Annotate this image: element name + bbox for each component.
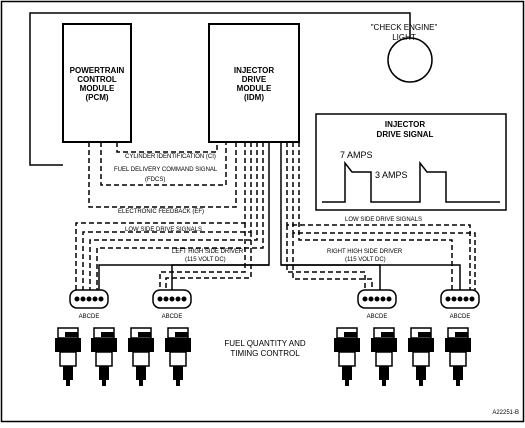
injector-7 [407, 327, 435, 387]
fuel-quantity-label-1: FUEL QUANTITY AND [224, 339, 306, 348]
right-high-side-wires [280, 142, 461, 290]
right-low-side-wires [286, 142, 476, 290]
idm-label-4: (IDM) [244, 93, 264, 102]
injector-6 [370, 327, 398, 387]
connector-4: ABCDE [440, 289, 480, 320]
injector-1 [54, 327, 82, 387]
left-high-side-label-1: LEFT HIGH SIDE DRIVER [172, 249, 244, 255]
fdcs-wire-label-2: (FDCS) [145, 177, 165, 183]
connector-1: ABCDE [69, 289, 109, 320]
fuel-quantity-label-2: TIMING CONTROL [230, 349, 300, 358]
pcm-label-4: (PCM) [85, 93, 108, 102]
right-high-side-label-1: RIGHT HIGH SIDE DRIVER [327, 249, 403, 255]
fdcs-wire-label-1: FUEL DELIVERY COMMAND SIGNAL [114, 167, 218, 173]
connector-3-label: ABCDE [367, 314, 388, 320]
ef-wire-label: ELECTRONIC FEEDBACK (EF) [118, 209, 204, 215]
amps-7-label: 7 AMPS [340, 150, 373, 160]
right-high-side-label-2: (115 VOLT DC) [345, 257, 386, 263]
injector-8 [444, 327, 472, 387]
low-side-right-label: LOW SIDE DRIVE SIGNALS [345, 217, 422, 223]
injector-3 [127, 327, 155, 387]
idm-label-1: INJECTOR [234, 66, 275, 75]
pcm-label-1: POWERTRAIN [70, 66, 125, 75]
connector-2: ABCDE [152, 289, 192, 320]
low-side-left-label: LOW SIDE DRIVE SIGNALS [125, 227, 202, 233]
figure-id: A22251-B [492, 410, 519, 416]
amps-3-label: 3 AMPS [375, 170, 408, 180]
pcm-label-3: MODULE [80, 84, 115, 93]
left-high-side-label-2: (115 VOLT DC) [185, 257, 226, 263]
idm-label-3: MODULE [237, 84, 272, 93]
left-high-side-wires [98, 142, 270, 290]
pcm-module: POWERTRAIN CONTROL MODULE (PCM) [62, 23, 132, 143]
connector-4-label: ABCDE [450, 314, 471, 320]
connector-1-label: ABCDE [79, 314, 100, 320]
connector-3: ABCDE [357, 289, 397, 320]
left-connector-2-dashed [159, 223, 252, 290]
drive-signal-title-1: INJECTOR [385, 120, 426, 129]
check-engine-light: "CHECK ENGINE" LIGHT [371, 23, 438, 83]
check-engine-label-1: "CHECK ENGINE" [371, 23, 438, 32]
pcm-idm-signal-wires [88, 142, 237, 208]
left-low-side-wires [75, 142, 264, 290]
check-engine-label-2: LIGHT [392, 33, 416, 42]
pcm-label-2: CONTROL [77, 75, 117, 84]
injector-5 [333, 327, 361, 387]
drive-signal-title-2: DRIVE SIGNAL [377, 130, 434, 139]
check-engine-circuit [29, 12, 411, 166]
idm-module: INJECTOR DRIVE MODULE (IDM) [208, 23, 300, 143]
injector-4 [164, 327, 192, 387]
connector-2-label: ABCDE [162, 314, 183, 320]
drive-signal-panel: INJECTOR DRIVE SIGNAL 7 AMPS 3 AMPS [315, 113, 507, 211]
injector-2 [90, 327, 118, 387]
ci-wire-label: CYLINDER IDENTIFICATION (CI) [125, 154, 216, 160]
drive-signal-waveform [322, 160, 500, 203]
idm-label-2: DRIVE [242, 75, 267, 84]
